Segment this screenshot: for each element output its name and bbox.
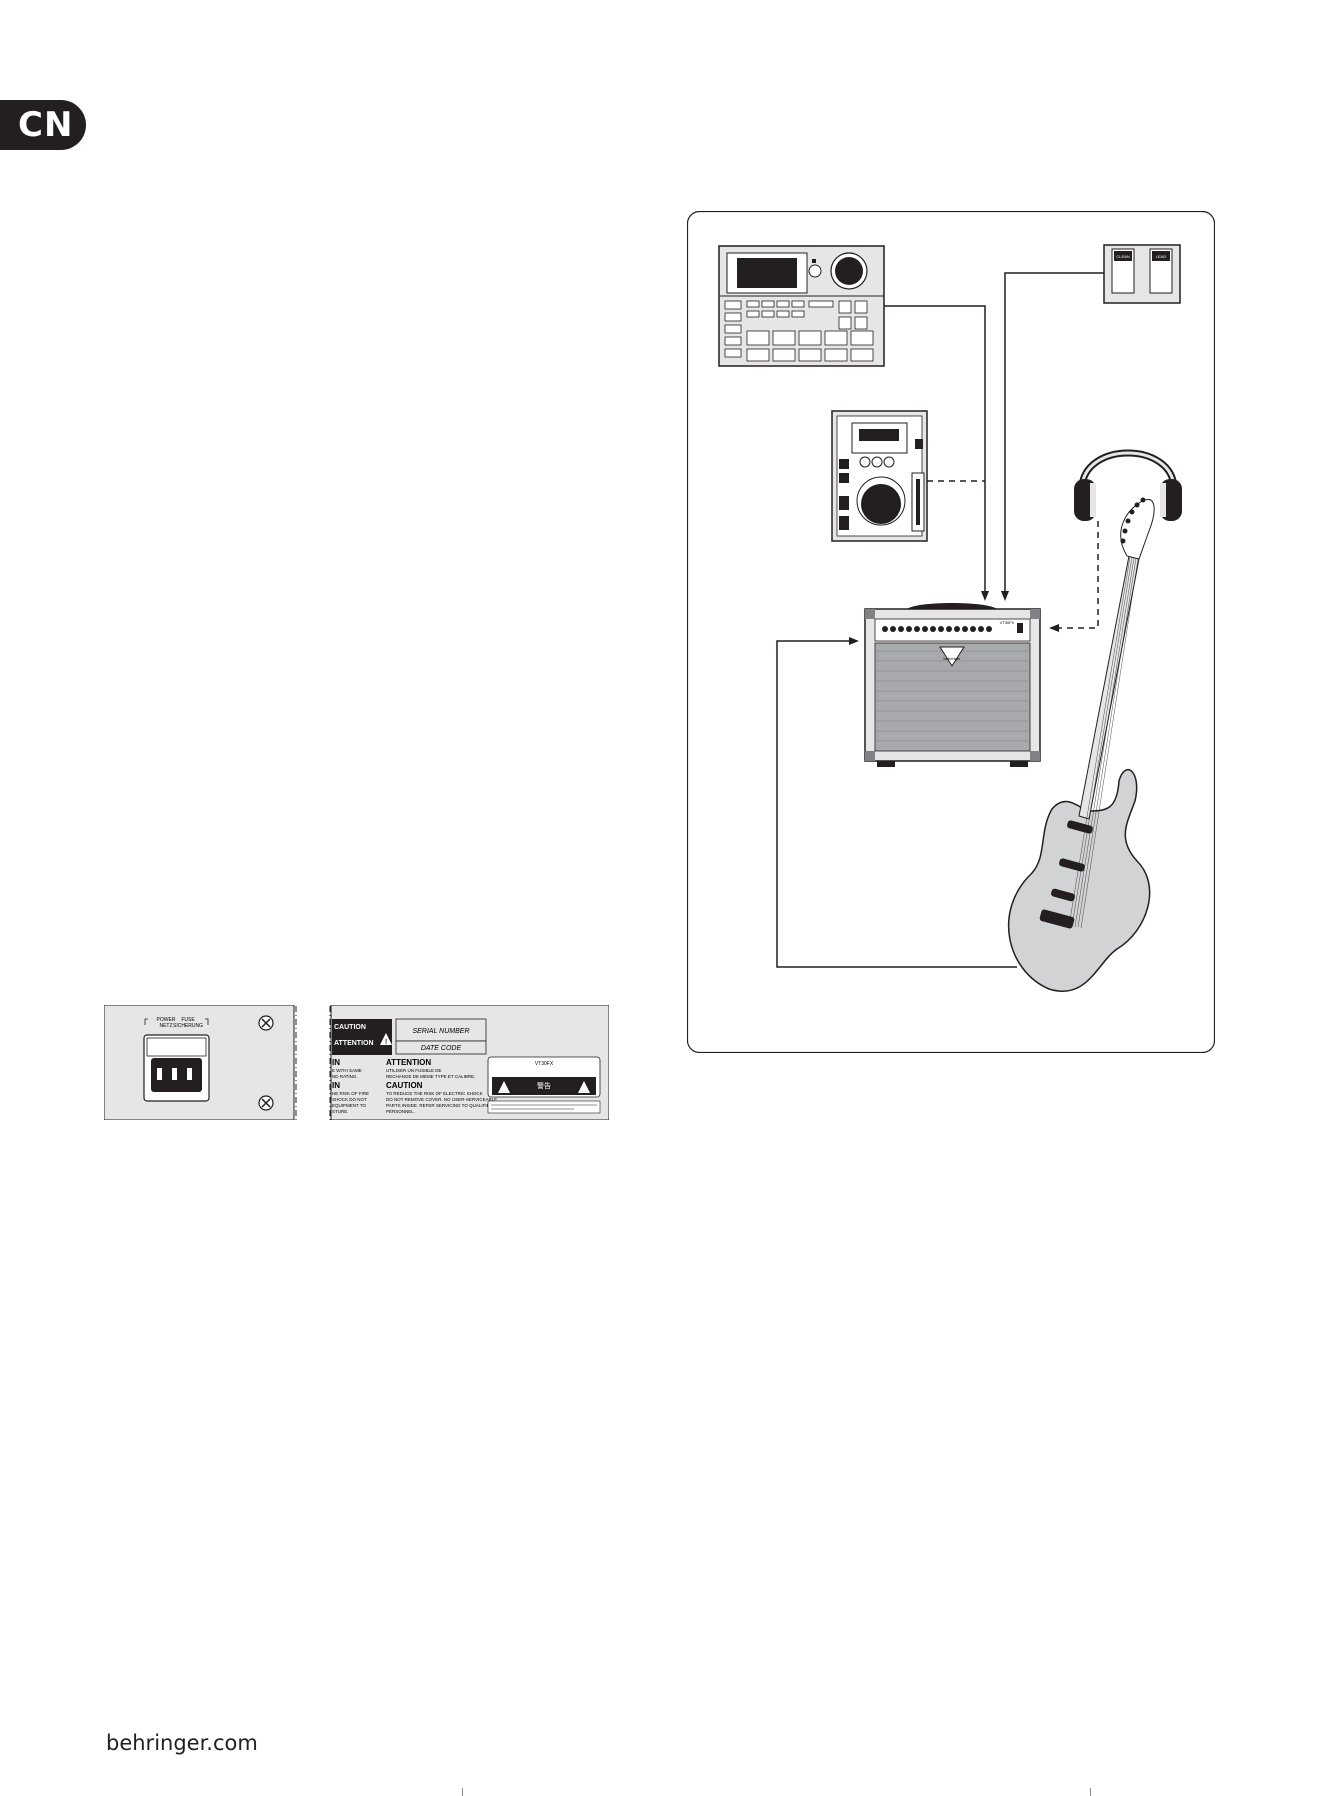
svg-text:CLEAN: CLEAN xyxy=(1116,254,1129,259)
svg-text:VT30FX: VT30FX xyxy=(535,1061,554,1067)
headphones-cable xyxy=(1055,521,1099,629)
svg-text:EQUIPMENT TO: EQUIPMENT TO xyxy=(332,1103,367,1108)
footswitch: CLEAN LEAD xyxy=(1103,244,1181,304)
electric-guitar xyxy=(1007,497,1155,992)
svg-text:SICHERUNG: SICHERUNG xyxy=(173,1023,203,1029)
svg-text:UTILISER UN FUSIBLE DE: UTILISER UN FUSIBLE DE xyxy=(386,1068,442,1073)
svg-text:IN: IN xyxy=(332,1058,340,1067)
svg-text:TO REDUCE THE RISK OF ELECTRIC: TO REDUCE THE RISK OF ELECTRIC SHOCK xyxy=(386,1091,483,1096)
svg-text:POWER: POWER xyxy=(157,1017,176,1023)
svg-text:RECHANGE DE MEME TYPE ET CALIB: RECHANGE DE MEME TYPE ET CALIBRE. xyxy=(386,1074,475,1079)
rear-panel-illustration: POWER NETZ FUSE SICHERUNG CAUTION ATTENT… xyxy=(104,1005,609,1120)
drum-machine xyxy=(718,245,885,367)
footswitch-cable xyxy=(1004,272,1104,594)
date-code-label: DATE CODE xyxy=(421,1045,462,1052)
svg-text:IN: IN xyxy=(332,1081,340,1090)
svg-text:!: ! xyxy=(385,1039,387,1046)
guitar-amplifier: VT30FX behringer xyxy=(864,603,1041,767)
svg-text:HE RISK OF FIRE: HE RISK OF FIRE xyxy=(332,1091,369,1096)
screw-icon xyxy=(258,1095,274,1111)
svg-text:VT30FX: VT30FX xyxy=(1000,620,1015,625)
svg-text:ATTENTION: ATTENTION xyxy=(334,1040,374,1047)
svg-text:警告: 警告 xyxy=(537,1081,551,1090)
svg-text:behringer: behringer xyxy=(944,656,962,661)
svg-text:PERSONNEL.: PERSONNEL. xyxy=(386,1109,415,1114)
footer-url: behringer.com xyxy=(106,1731,258,1755)
svg-text:E WITH SAME: E WITH SAME xyxy=(332,1068,362,1073)
svg-text:FUSE: FUSE xyxy=(181,1017,195,1023)
headphones-icon xyxy=(1074,449,1182,521)
fuse-holder xyxy=(146,1037,207,1057)
svg-text:ATTENTION: ATTENTION xyxy=(386,1058,431,1067)
svg-text:STURE.: STURE. xyxy=(332,1109,349,1114)
crop-mark xyxy=(1090,1788,1091,1796)
svg-text:CAUTION: CAUTION xyxy=(334,1024,366,1031)
svg-text:LEAD: LEAD xyxy=(1156,254,1167,259)
svg-text:ND RATING.: ND RATING. xyxy=(332,1074,358,1079)
svg-text:CAUTION: CAUTION xyxy=(386,1081,423,1090)
screw-icon xyxy=(258,1015,274,1031)
cd-player xyxy=(831,410,928,542)
svg-text:NETZ: NETZ xyxy=(159,1023,172,1029)
svg-text:DO NOT REMOVE COVER. NO USER-S: DO NOT REMOVE COVER. NO USER-SERVICEABLE xyxy=(386,1097,497,1102)
guitar-cable xyxy=(776,640,1017,968)
language-tab: CN xyxy=(0,100,86,150)
connection-diagram: CLEAN LEAD VT30FX xyxy=(687,211,1215,1053)
svg-text:SHOCK DO NOT: SHOCK DO NOT xyxy=(332,1097,367,1102)
crop-mark xyxy=(462,1788,463,1796)
serial-number-label: SERIAL NUMBER xyxy=(412,1028,469,1035)
svg-text:PARTS INSIDE. REFER SERVICING: PARTS INSIDE. REFER SERVICING TO QUALIFI… xyxy=(386,1103,494,1108)
drum-machine-cable xyxy=(884,305,986,594)
